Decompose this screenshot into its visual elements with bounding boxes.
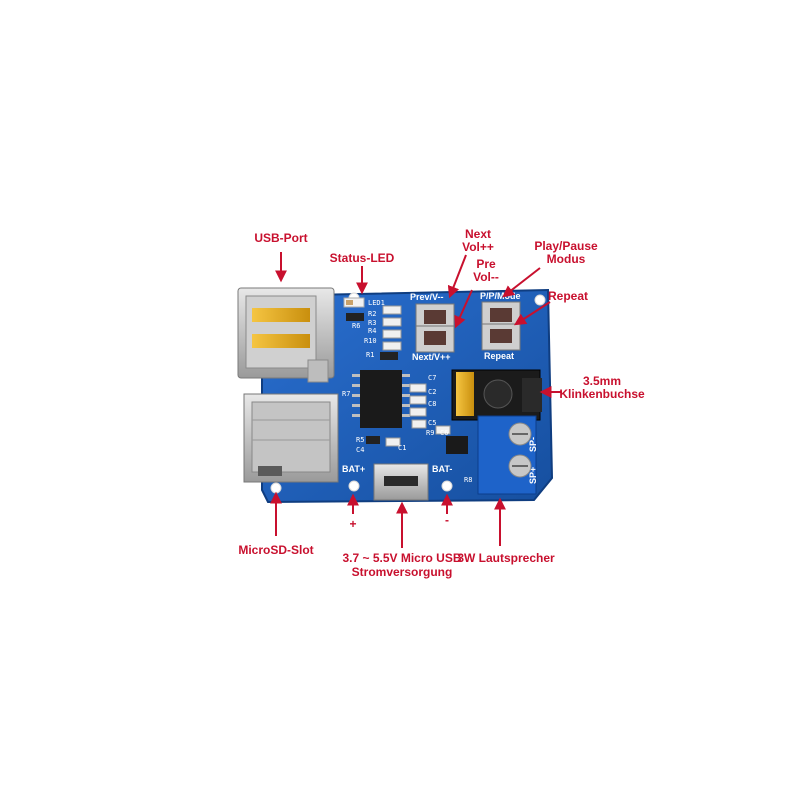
arrow-next-vol (447, 254, 467, 299)
micro-usb-connector (373, 463, 429, 501)
audio-jack-connector (451, 369, 542, 421)
label-modus: Modus (547, 252, 586, 266)
silk-r1: R1 (366, 351, 374, 359)
silk-r7: R7 (342, 390, 350, 398)
silk-r3: R3 (368, 319, 376, 327)
label-next: Next (465, 227, 491, 241)
silk-c4: C4 (356, 446, 364, 454)
silk-c6: C6 (440, 429, 448, 437)
resistor-array (346, 305, 402, 360)
amplifier-chip (446, 436, 468, 454)
label-vol-up: Vol++ (462, 240, 494, 254)
label-play-pause: Play/Pause (534, 239, 598, 253)
silk-r4: R4 (368, 327, 376, 335)
silk-next-vol: Next/V++ (412, 352, 451, 362)
silk-bat-minus: BAT- (432, 464, 452, 474)
label-repeat: Repeat (548, 289, 588, 303)
label-power-voltage: 3.7 ~ 5.5V Micro USB (342, 551, 461, 565)
label-vol-down: Vol-- (473, 270, 499, 284)
label-klinkenbuchse: Klinkenbuchse (559, 387, 645, 401)
capacitor-group (366, 383, 451, 447)
silk-prev-vol: Prev/V-- (410, 292, 444, 302)
label-usb-port: USB-Port (254, 231, 307, 245)
label-microsd: MicroSD-Slot (238, 543, 313, 557)
silk-pp-mode: P/P/Mode (480, 291, 521, 301)
status-led-component (343, 297, 365, 308)
silk-r10: R10 (364, 337, 377, 345)
silk-r5: R5 (356, 436, 364, 444)
bat-plus-pad (348, 480, 360, 492)
arrow-repeat (513, 301, 551, 326)
decoder-chip (352, 370, 410, 428)
silk-r8: R8 (464, 476, 472, 484)
silk-bat-plus: BAT+ (342, 464, 365, 474)
callout-arrows (270, 252, 562, 548)
bat-minus-pad (441, 480, 453, 492)
label-pre: Pre (476, 257, 496, 271)
silk-c1: C1 (398, 444, 406, 452)
silk-c7: C7 (428, 374, 436, 382)
button-repeat (481, 323, 521, 351)
label-plus: + (349, 517, 356, 531)
callout-labels: USB-Port Status-LED Next Vol++ Pre Vol--… (238, 227, 645, 579)
mount-hole (534, 294, 546, 306)
silkscreen-labels: LED1 R2 R6 R3 R4 R10 R1 R7 R5 C4 C1 C7 C… (342, 291, 538, 484)
silk-led1: LED1 (368, 299, 385, 307)
silk-c5: C5 (428, 419, 436, 427)
label-minus: - (445, 513, 449, 527)
microsd-slot-connector (243, 393, 339, 483)
silk-repeat: Repeat (484, 351, 514, 361)
silk-c2: C2 (428, 388, 436, 396)
silk-c8: C8 (428, 400, 436, 408)
silk-sp-plus: SP+ (528, 467, 538, 484)
label-stromversorgung: Stromversorgung (352, 565, 453, 579)
silk-r2: R2 (368, 310, 376, 318)
label-speaker: 3W Lautsprecher (457, 551, 555, 565)
label-jack-size: 3.5mm (583, 374, 621, 388)
mount-hole (270, 482, 282, 494)
silk-sp-minus: SP- (528, 437, 538, 452)
arrow-play-pause (502, 267, 541, 298)
usb-port-connector (237, 287, 335, 383)
speaker-terminal (477, 415, 537, 495)
button-next (415, 325, 455, 353)
label-status-led: Status-LED (330, 251, 395, 265)
arrow-pre-vol (454, 289, 473, 329)
silk-r9: R9 (426, 429, 434, 437)
silk-r6: R6 (352, 322, 360, 330)
